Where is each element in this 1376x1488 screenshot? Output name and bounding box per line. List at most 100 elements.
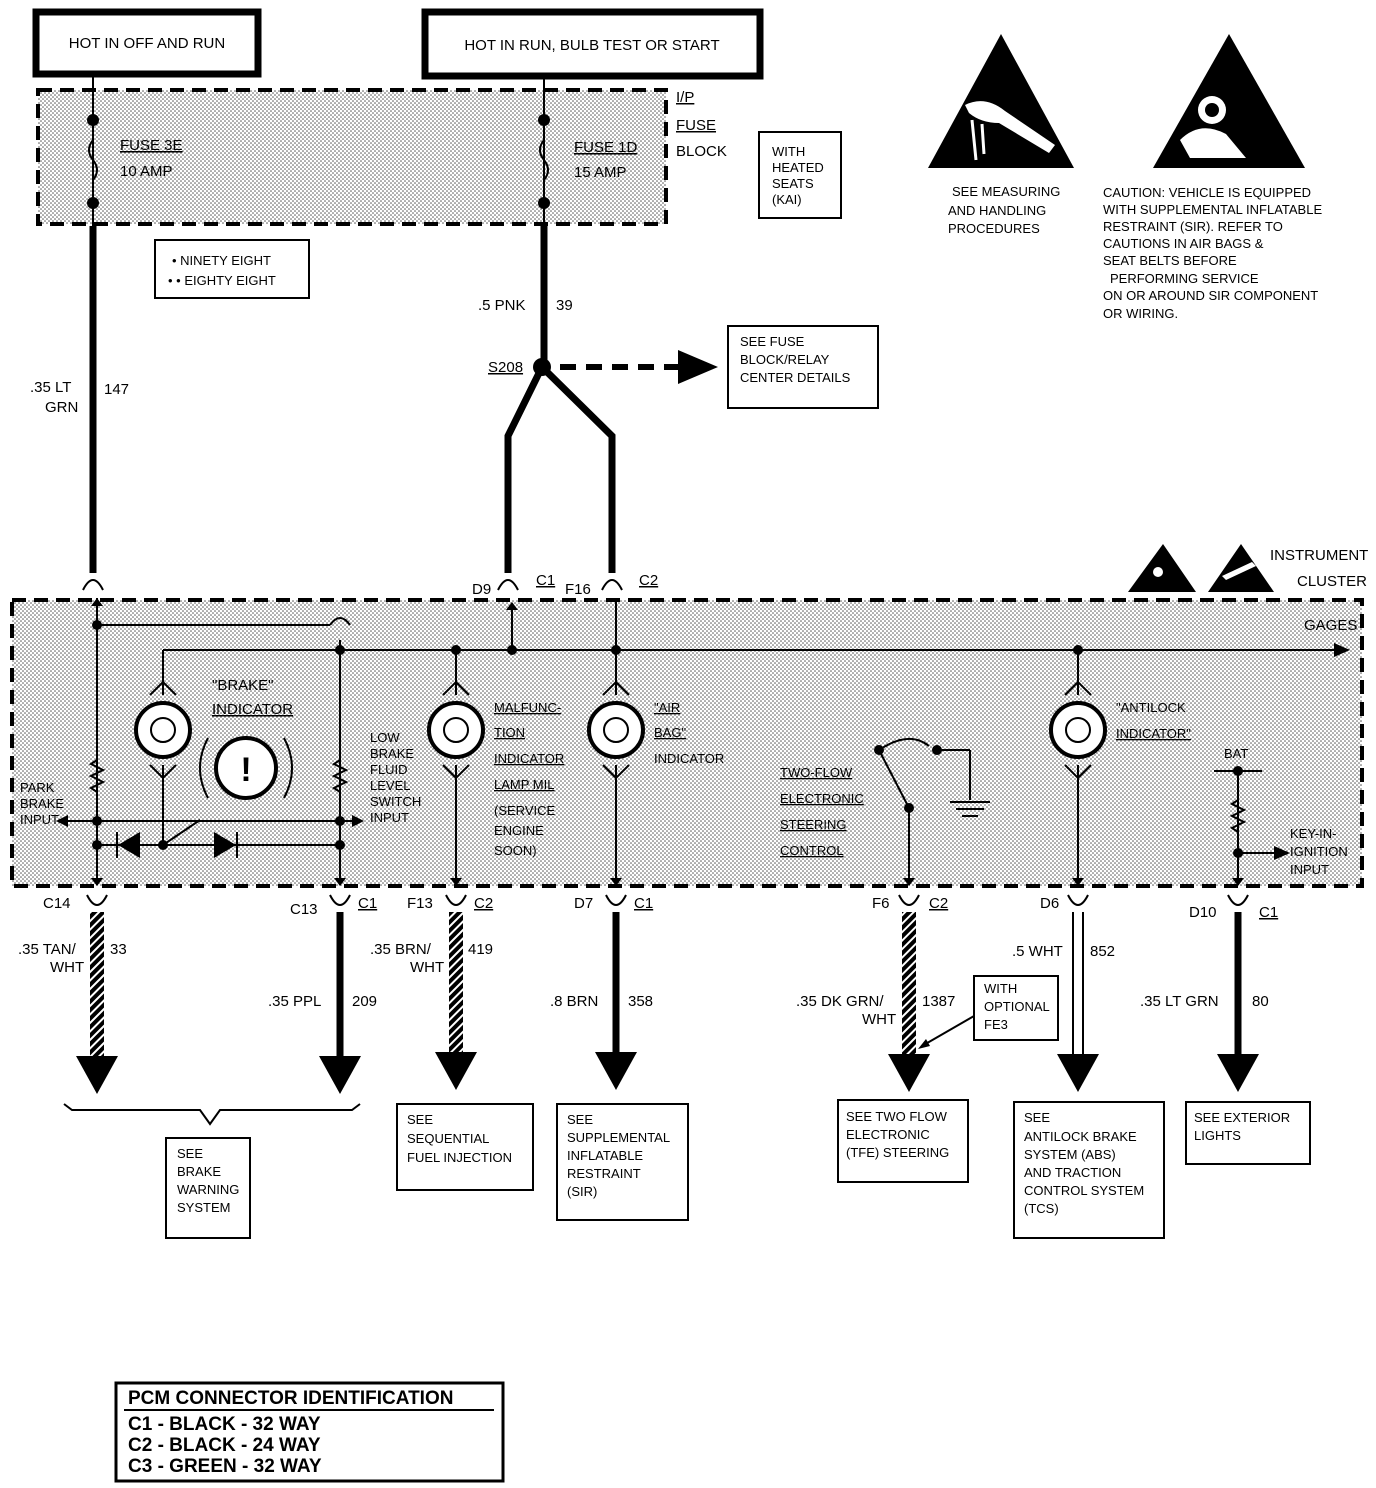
label-fuse-block-fuse-3e-1: 10 AMP	[120, 163, 173, 180]
label-cluster-mil-2: INDICATOR	[494, 751, 564, 766]
splice-s208: S208	[488, 350, 718, 573]
measuring-note: SEE MEASURING AND HANDLING PROCEDURES	[948, 184, 1060, 236]
dest-tfe: SEE TWO FLOW ELECTRONIC (TFE) STEERING	[837, 1099, 969, 1183]
label-cluster-low-brake-fluid-2: FLUID	[370, 762, 408, 777]
label-destinations-abs-1: ANTILOCK BRAKE	[1024, 1129, 1137, 1144]
brake-bulb-icon	[134, 701, 192, 759]
label-notes-models-1: • • EIGHTY EIGHT	[168, 273, 276, 288]
label-connectors-f13: F13	[407, 895, 433, 912]
fuse-1d-label: FUSE 1D	[574, 139, 638, 156]
supply-box-left: HOT IN OFF AND RUN	[32, 8, 262, 78]
instrument-cluster: GAGES "BRAKE" INDICATOR !	[10, 598, 1364, 888]
label-connectors-c1-c13: C1	[358, 895, 377, 912]
label-connectors-c2-f6: C2	[929, 895, 948, 912]
label-wires-w209-circuit: 209	[352, 993, 377, 1010]
resistor-icon	[88, 759, 106, 793]
label-cluster-air-bag-0: "AIR	[654, 700, 680, 715]
label-connectors-c13: C13	[290, 901, 318, 918]
resistor-icon	[1229, 799, 1247, 833]
label-fuse-block-fuse-1d-1: 15 AMP	[574, 164, 627, 181]
antilock-bulb-icon	[1049, 701, 1107, 759]
label-cluster-mil-5: ENGINE	[494, 823, 544, 838]
label-notes-optional-fe3-0: WITH	[984, 981, 1017, 996]
optional-fe3-note: WITH OPTIONAL FE3	[918, 975, 1059, 1049]
mil-bulb-icon	[427, 701, 485, 759]
label-wires-w419-color-1: WHT	[410, 959, 444, 976]
brake-warning-symbol-icon: !	[199, 736, 293, 800]
label-pcm-legend-rows-1: C2 - BLACK - 24 WAY	[128, 1435, 321, 1456]
label-connectors-c1-top: C1	[536, 572, 555, 589]
label-supplies-right: HOT IN RUN, BULB TEST OR START	[464, 37, 719, 54]
label-connectors-d7: D7	[574, 895, 593, 912]
label-cluster-key-in-2: INPUT	[1290, 862, 1329, 877]
label-cluster-antilock-1: INDICATOR"	[1116, 726, 1191, 741]
label-splice: S208	[488, 359, 523, 376]
label-notes-models-0: • NINETY EIGHT	[172, 253, 271, 268]
cluster-title: INSTRUMENT	[1270, 547, 1368, 564]
dest-sir: SEE SUPPLEMENTAL INFLATABLE RESTRAINT (S…	[556, 1103, 689, 1221]
label-wires-w209-color: .35 PPL	[268, 993, 321, 1010]
label-wires-w147-color-0: .35 LT	[30, 379, 71, 396]
label-notes-optional-fe3-1: OPTIONAL	[984, 999, 1050, 1014]
label-destinations-sfi-1: SEQUENTIAL	[407, 1131, 489, 1146]
label-connectors-d10: D10	[1189, 904, 1217, 921]
label-notes-heated-seats-3: (KAI)	[772, 192, 802, 207]
label-cluster-air-bag-1: BAG"	[654, 725, 686, 740]
label-cluster-warning-symbol: !	[240, 751, 251, 789]
label-wires-w80-color: .35 LT GRN	[1140, 993, 1219, 1010]
label-connectors-c2-top: C2	[639, 572, 658, 589]
label-cluster-mil-1: TION	[494, 725, 525, 740]
label-destinations-abs-4: CONTROL SYSTEM	[1024, 1183, 1144, 1198]
label-connectors-c2-f13: C2	[474, 895, 493, 912]
label-fuse-block-label-2: BLOCK	[676, 143, 727, 160]
label-cluster-air-bag-2: INDICATOR	[654, 751, 724, 766]
label-notes-caution-1: WITH SUPPLEMENTAL INFLATABLE	[1103, 202, 1322, 217]
label-destinations-exterior-1: LIGHTS	[1194, 1128, 1241, 1143]
label-cluster-title-1: CLUSTER	[1297, 573, 1367, 590]
label-destinations-sir-1: SUPPLEMENTAL	[567, 1130, 670, 1145]
label-wires-w80-circuit: 80	[1252, 993, 1269, 1010]
label-connectors-f16: F16	[565, 581, 591, 598]
label-wires-w1387-circuit: 1387	[922, 993, 955, 1010]
label-cluster-brake-indicator-0: "BRAKE"	[212, 677, 274, 694]
label-destinations-sir-0: SEE	[567, 1112, 593, 1127]
label-notes-fuse-details-0: SEE FUSE	[740, 334, 805, 349]
label-notes-measuring-1: AND HANDLING	[948, 203, 1046, 218]
label-destinations-sir-4: (SIR)	[567, 1184, 597, 1199]
label-fuse-block-label-1: FUSE	[676, 117, 716, 134]
label-notes-caution-0: CAUTION: VEHICLE IS EQUIPPED	[1103, 185, 1311, 200]
label-pcm-legend-rows-2: C3 - GREEN - 32 WAY	[128, 1456, 322, 1477]
label-connectors-c14: C14	[43, 895, 71, 912]
label-pcm-legend-rows-0: C1 - BLACK - 32 WAY	[128, 1414, 321, 1435]
dest-exterior-lights: SEE EXTERIOR LIGHTS	[1185, 1101, 1311, 1165]
ground-icon	[950, 801, 990, 817]
label-cluster-mil-6: SOON)	[494, 843, 537, 858]
label-notes-caution-5: PERFORMING SERVICE	[1110, 271, 1259, 286]
label-cluster-low-brake-fluid-1: BRAKE	[370, 746, 414, 761]
label-cluster-bat: BAT	[1224, 746, 1248, 761]
label-notes-measuring-0: SEE MEASURING	[952, 184, 1060, 199]
label-connectors-d6: D6	[1040, 895, 1059, 912]
label-wires-w358-circuit: 358	[628, 993, 653, 1010]
label-cluster-key-in-0: KEY-IN-	[1290, 826, 1336, 841]
label-wires-w852-color: .5 WHT	[1012, 943, 1063, 960]
label-cluster-low-brake-fluid-5: INPUT	[370, 810, 409, 825]
label-destinations-sfi-0: SEE	[407, 1112, 433, 1127]
label-connectors-c1-d10: C1	[1259, 904, 1278, 921]
label-notes-caution-6: ON OR AROUND SIR COMPONENT	[1103, 288, 1318, 303]
label-notes-fuse-details-1: BLOCK/RELAY	[740, 352, 830, 367]
label-notes-heated-seats-0: WITH	[772, 144, 805, 159]
label-wires-w1387-color-1: WHT	[862, 1011, 896, 1028]
label-cluster-low-brake-fluid-4: SWITCH	[370, 794, 421, 809]
resistor-icon	[331, 759, 349, 793]
wire-1387	[902, 912, 916, 1060]
label-destinations-brake-warning-1: BRAKE	[177, 1164, 221, 1179]
fuse-3e-label: FUSE 3E	[120, 137, 183, 154]
label-wires-w147-circuit: 147	[104, 381, 129, 398]
label-destinations-tfe-0: SEE TWO FLOW	[846, 1109, 948, 1124]
label-notes-measuring-2: PROCEDURES	[948, 221, 1040, 236]
label-destinations-abs-2: SYSTEM (ABS)	[1024, 1147, 1116, 1162]
label-cluster-key-in-1: IGNITION	[1290, 844, 1348, 859]
supply-box-right: HOT IN RUN, BULB TEST OR START	[421, 8, 764, 80]
